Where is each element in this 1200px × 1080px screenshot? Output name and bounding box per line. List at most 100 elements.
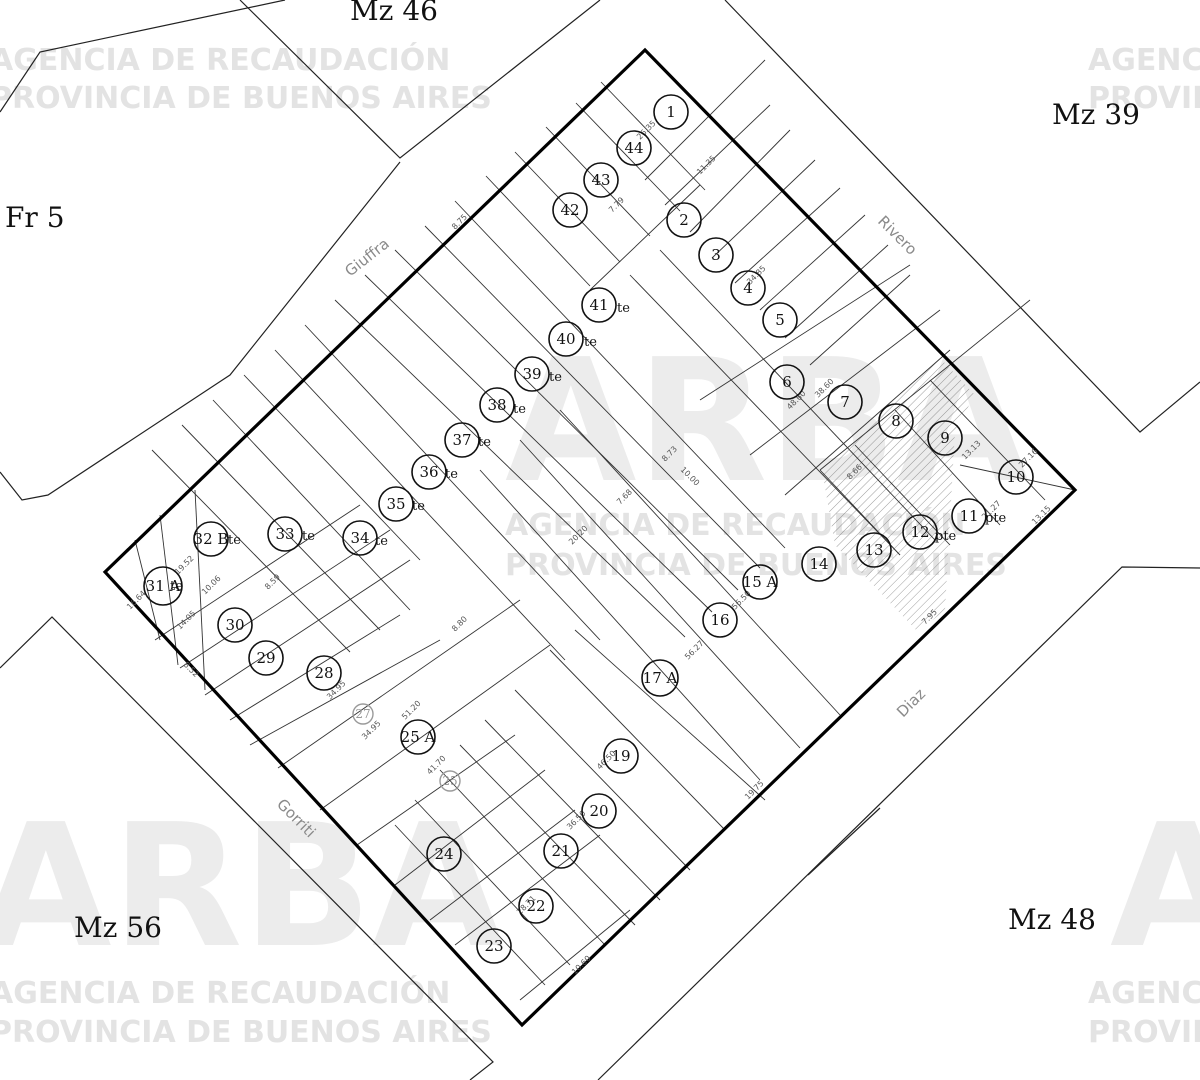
lot-line bbox=[484, 719, 661, 901]
parcel-number: 25 bbox=[442, 774, 457, 788]
parcel-circle bbox=[998, 459, 1034, 495]
parcel-marker-33[interactable]: 33 bbox=[267, 516, 303, 552]
lot-line bbox=[414, 799, 571, 966]
lot-line bbox=[545, 126, 651, 237]
lot-line bbox=[356, 734, 516, 846]
block-outline-fr5 bbox=[0, 0, 286, 113]
block-outline-mz39 bbox=[724, 0, 1200, 433]
lot-line bbox=[151, 449, 351, 653]
lot-line bbox=[304, 324, 601, 641]
parcel-marker-31[interactable]: 31 A bbox=[143, 566, 183, 606]
parcel-marker-37[interactable]: 37 bbox=[444, 422, 480, 458]
parcel-marker-9[interactable]: 9 bbox=[927, 420, 963, 456]
parcel-marker-10[interactable]: 10 bbox=[998, 459, 1034, 495]
lot-line bbox=[319, 644, 551, 811]
lot-line bbox=[179, 529, 391, 669]
block-outline-mz48 bbox=[597, 566, 1200, 1080]
parcel-number: 1 bbox=[666, 103, 676, 121]
parcel-marker-28[interactable]: 28 bbox=[306, 655, 342, 691]
pte-labels: te te te te te te te te te te te pte pte bbox=[170, 301, 1007, 594]
parcel-marker-36[interactable]: 36 bbox=[411, 454, 447, 490]
parcel-marker-6[interactable]: 6 bbox=[769, 364, 805, 400]
watermark-province-top-left: PROVINCIA DE BUENOS AIRES bbox=[0, 81, 492, 116]
parcel-number: 25 A bbox=[401, 728, 436, 746]
parcel-circle bbox=[742, 564, 778, 600]
parcel-marker-41[interactable]: 41 bbox=[581, 287, 617, 323]
parcel-marker-15[interactable]: 15 A bbox=[742, 564, 778, 600]
lot-line bbox=[159, 514, 179, 666]
lot-line bbox=[454, 834, 601, 946]
parcel-marker-17[interactable]: 17 A bbox=[641, 659, 679, 697]
parcel-marker-2[interactable]: 2 bbox=[666, 202, 702, 238]
parcel-marker-23[interactable]: 23 bbox=[476, 928, 512, 964]
parcel-marker-21[interactable]: 21 bbox=[543, 833, 579, 869]
parcel-marker-29[interactable]: 29 bbox=[248, 640, 284, 676]
parcel-marker-34[interactable]: 34 bbox=[342, 520, 378, 556]
lot-line bbox=[819, 299, 1031, 471]
parcel-circle bbox=[641, 659, 679, 697]
parcel-marker-12[interactable]: 12 bbox=[902, 514, 938, 550]
parcel-marker-44[interactable]: 44 bbox=[616, 130, 652, 166]
watermark-agency-top-left: AGENCIA DE RECAUDACIÓN bbox=[0, 41, 450, 78]
parcel-marker-25[interactable]: 25 bbox=[439, 770, 461, 792]
parcel-circle bbox=[267, 516, 303, 552]
parcel-number: 12 bbox=[910, 523, 929, 541]
lot-line bbox=[749, 309, 941, 456]
pte-label: te bbox=[445, 467, 458, 482]
parcel-marker-35[interactable]: 35 bbox=[378, 486, 414, 522]
parcel-number: 20 bbox=[589, 802, 608, 820]
parcel-number: 11 bbox=[959, 507, 978, 525]
parcel-number: 29 bbox=[256, 649, 275, 667]
parcel-marker-38[interactable]: 38 bbox=[479, 387, 515, 423]
parcel-marker-40[interactable]: 40 bbox=[548, 321, 584, 357]
block-label-mz39: Mz 39 bbox=[1052, 98, 1140, 131]
parcel-marker-42[interactable]: 42 bbox=[552, 192, 588, 228]
parcel-marker-14[interactable]: 14 bbox=[801, 546, 837, 582]
parcel-circle bbox=[698, 237, 734, 273]
parcel-marker-30[interactable]: 30 bbox=[217, 607, 253, 643]
parcel-circle bbox=[666, 202, 702, 238]
parcel-circle bbox=[603, 738, 639, 774]
parcel-marker-5[interactable]: 5 bbox=[762, 302, 798, 338]
parcel-marker-19[interactable]: 19 bbox=[603, 738, 639, 774]
lot-line bbox=[644, 59, 766, 181]
lot-line bbox=[181, 424, 381, 631]
parcel-marker-20[interactable]: 20 bbox=[581, 793, 617, 829]
dim-label: 34.95 bbox=[360, 719, 383, 742]
parcel-marker-27[interactable]: 27 bbox=[352, 703, 374, 725]
lot-line bbox=[819, 469, 901, 556]
pte-label: pte bbox=[985, 511, 1007, 526]
parcel-marker-43[interactable]: 43 bbox=[583, 162, 619, 198]
parcel-circle bbox=[581, 793, 617, 829]
parcel-marker-7[interactable]: 7 bbox=[827, 384, 863, 420]
parcel-marker-11[interactable]: 11 bbox=[951, 498, 987, 534]
parcel-number: 2 bbox=[679, 211, 689, 229]
lot-line bbox=[809, 274, 911, 366]
parcel-marker-1[interactable]: 1 bbox=[653, 94, 689, 130]
parcel-number: 15 A bbox=[743, 573, 778, 591]
parcel-marker-24[interactable]: 24 bbox=[426, 836, 462, 872]
lot-line bbox=[277, 599, 521, 769]
parcel-circle bbox=[411, 454, 447, 490]
dim-label: 8.52 bbox=[182, 660, 201, 679]
lot-line bbox=[154, 504, 361, 641]
parcel-marker-22[interactable]: 22 bbox=[518, 888, 554, 924]
parcel-marker-4[interactable]: 4 bbox=[730, 270, 766, 306]
parcel-marker-25a[interactable]: 25 A bbox=[400, 719, 436, 755]
parcel-marker-3[interactable]: 3 bbox=[698, 237, 734, 273]
parcel-marker-32[interactable]: 32 B bbox=[193, 521, 229, 557]
block-label-mz56: Mz 56 bbox=[74, 911, 162, 944]
parcel-marker-39[interactable]: 39 bbox=[514, 356, 550, 392]
parcel-marker-16[interactable]: 16 bbox=[702, 602, 738, 638]
parcel-marker-8[interactable]: 8 bbox=[878, 403, 914, 439]
lot-line bbox=[194, 489, 206, 691]
pte-label: pte bbox=[935, 529, 957, 544]
parcel-circle bbox=[479, 387, 515, 423]
parcel-marker-13[interactable]: 13 bbox=[856, 532, 892, 568]
parcel-number: 43 bbox=[591, 171, 610, 189]
parcel-circle bbox=[426, 836, 462, 872]
parcel-number: 40 bbox=[556, 330, 575, 348]
block-boundary bbox=[102, 47, 1078, 1028]
